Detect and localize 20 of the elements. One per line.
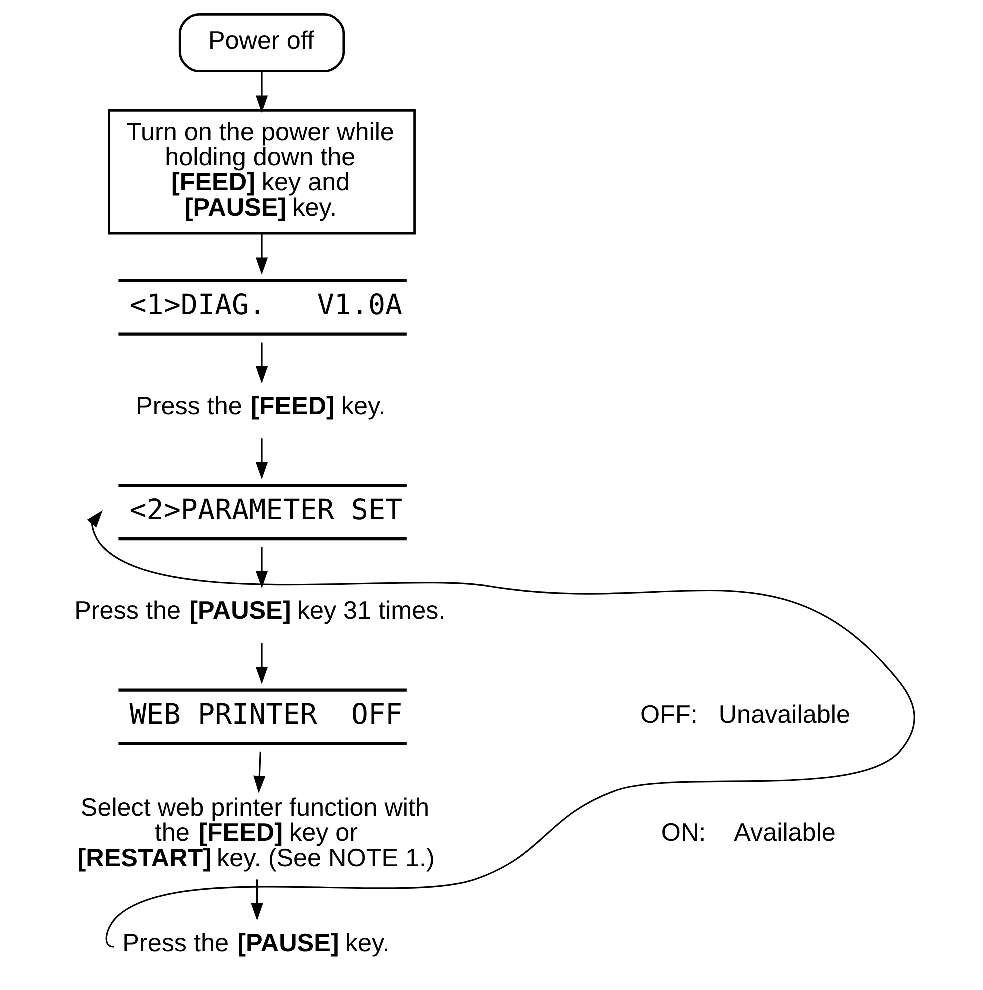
arrow [87,510,914,948]
arrow [256,234,268,276]
arrow [256,548,268,589]
arrow [256,643,268,684]
node-text: <1>DIAG. V1.0A [130,288,403,322]
node-text: Press the [PAUSE] key. [122,929,390,958]
arrow [251,880,264,921]
arrow [256,72,268,114]
node-text: Select web printer function with the [FEED] key or [RESTART] key. (See NOTE 1.) [78,794,435,872]
label: OFF: Unavailable [640,701,851,730]
node-text: WEB PRINTER OFF [130,698,403,731]
arrow [256,438,268,480]
node-box: Turn on the power while holding down the [FEED] key and [PAUSE] key. [108,110,416,235]
node-text: <2>PARAMETER SET [130,493,403,526]
node-box: Power off [178,13,346,73]
label: ON: Available [661,819,836,848]
arrow [254,752,266,794]
node-text: Press the [FEED] key. [136,392,386,420]
arrow [256,342,268,384]
node-text: Press the [PAUSE] key 31 times. [74,597,446,626]
